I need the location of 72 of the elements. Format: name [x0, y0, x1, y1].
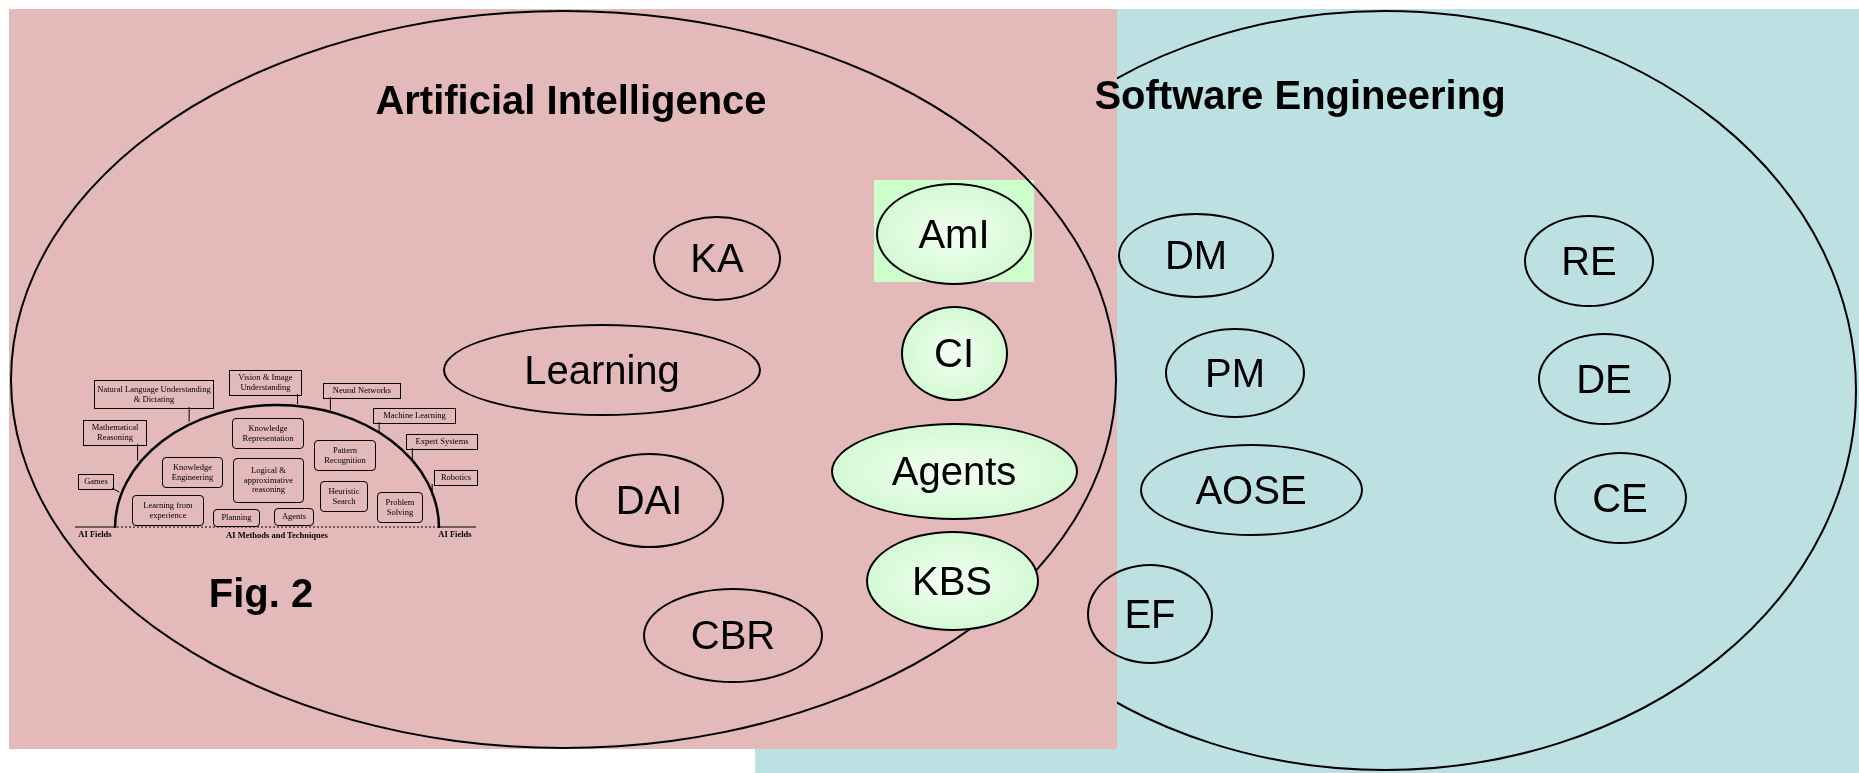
node-label: CBR [690, 615, 776, 655]
box-label: Knowledge Engineering [170, 462, 215, 483]
box-label: Knowledge Representation [241, 423, 295, 444]
node-label: RE [1561, 241, 1617, 281]
ellipse-node [643, 587, 823, 683]
ellipse-node [1537, 333, 1671, 425]
node-label: AmI [918, 214, 990, 254]
box-label: Pattern Recognition [323, 445, 367, 466]
region-title: Artificial Intelligence [375, 77, 767, 124]
field-box [434, 470, 478, 486]
region-title: Software Engineering [1094, 72, 1506, 119]
field-box [406, 434, 478, 450]
node-label: PM [1205, 353, 1265, 393]
node-label: AOSE [1195, 470, 1307, 510]
leader-line [188, 406, 190, 423]
method-box [132, 495, 204, 526]
node-label: DE [1576, 359, 1632, 399]
box-label: Machine Learning [382, 411, 447, 421]
field-box [323, 383, 401, 399]
node-label: DAI [615, 480, 683, 520]
box-label: Agents [280, 512, 308, 522]
box-label: Neural Networks [331, 386, 393, 396]
ellipse-node [1165, 328, 1305, 418]
axis-label: AI Methods and Techniques [226, 528, 328, 542]
node-label: KA [690, 238, 744, 278]
node-label: CE [1592, 478, 1648, 518]
method-box [320, 481, 368, 512]
method-box [377, 492, 423, 523]
box-label: Mathematical Reasoning [90, 423, 140, 443]
leader-line [329, 396, 331, 411]
leader-line [431, 483, 433, 497]
ellipse-node [1118, 212, 1274, 298]
box-label: Natural Language Understanding & Dictating [96, 384, 212, 405]
method-box [233, 458, 304, 503]
figure-label: Fig. 2 [208, 570, 314, 617]
node-label: EF [1124, 594, 1176, 634]
node-label: KBS [911, 561, 992, 601]
node-label: Agents [891, 451, 1017, 491]
field-box [83, 420, 147, 446]
box-label: Heuristic Search [327, 486, 361, 507]
field-box [373, 408, 456, 424]
method-box [314, 440, 376, 471]
leader-line [411, 447, 413, 462]
ellipse-node [1087, 564, 1213, 664]
method-box [213, 509, 260, 527]
ellipse-node [1139, 444, 1363, 536]
box-label: Games [83, 477, 109, 487]
box-label: Problem Solving [384, 497, 416, 518]
node-label: CI [934, 333, 974, 373]
ellipse-node [1553, 452, 1687, 544]
node-label: DM [1164, 235, 1228, 275]
leader-line [111, 487, 120, 493]
ellipse-node [1524, 215, 1654, 307]
method-box [162, 457, 223, 488]
box-label: Planning [220, 513, 253, 523]
ellipse-node [574, 452, 724, 548]
box-label: Robotics [439, 473, 473, 483]
ellipse-node [653, 215, 781, 301]
method-box [274, 508, 314, 526]
leader-line [378, 421, 380, 433]
box-label: Logical & approximative reasoning [242, 465, 295, 496]
axis-label: AI Fields [78, 527, 112, 541]
leader-line [137, 443, 139, 462]
field-box [78, 474, 114, 490]
axis-label: AI Fields [438, 527, 472, 541]
field-box [229, 370, 302, 396]
box-label: Learning from experience [142, 500, 194, 521]
box-label: Vision & Image Understanding [237, 373, 294, 393]
leader-line [297, 393, 299, 405]
node-label: Learning [524, 350, 680, 390]
box-label: Expert Systems [414, 437, 470, 447]
method-box [232, 418, 304, 449]
